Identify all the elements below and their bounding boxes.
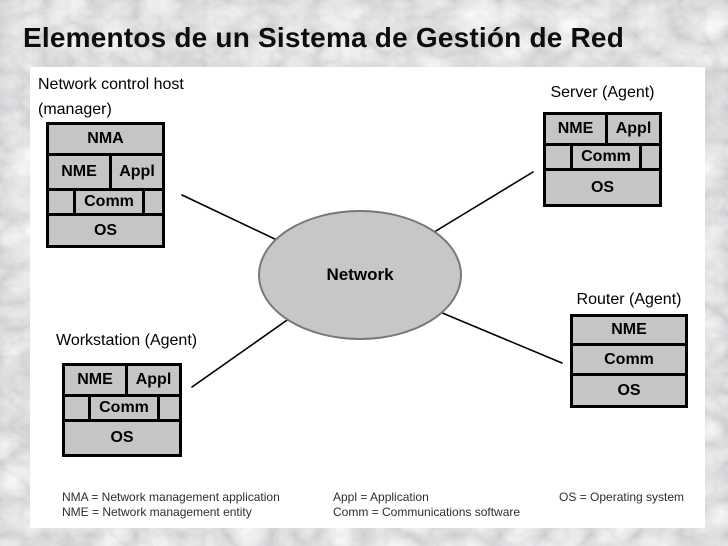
manager-layer-comm: Comm [73,191,145,213]
server-layer-nme-appl: NME Appl [546,115,659,146]
manager-layer-os: OS [93,221,118,239]
router-label: Router (Agent) [576,291,682,308]
workstation-layer-comm: Comm [88,397,160,419]
router-box: NME Comm OS [570,314,688,408]
workstation-layer-appl: Appl [135,371,172,388]
workstation-box: NME Appl Comm OS [62,363,182,457]
server-layer-nme: NME [546,115,608,143]
page-title: Elementos de un Sistema de Gestión de Re… [23,22,625,53]
legend-item-appl: Appl = Application [333,490,429,504]
workstation-label: Workstation (Agent) [56,332,198,349]
manager-layer-appl: Appl [119,163,155,180]
server-box: NME Appl Comm OS [543,112,662,207]
server-layer-comm: Comm [570,146,642,168]
network-label: Network [326,265,394,284]
legend-item-os: OS = Operating system [559,490,685,504]
server-comm-band: Comm [546,146,659,171]
network-ellipse: Network [258,210,462,340]
manager-layer-nme: NME [49,156,112,188]
legend-item-nma: NMA = Network management application [62,490,280,504]
workstation-layer-os: OS [110,429,134,446]
manager-label-line1: Network control host [38,76,184,93]
router-layer-comm: Comm [573,346,685,376]
router-layer-nme: NME [573,317,685,346]
manager-layer-nma: NMA [49,125,162,156]
legend-item-nme: NME = Network management entity [62,505,252,519]
workstation-comm-band: Comm [65,397,179,422]
manager-layer-nme-appl: NME Appl [49,156,162,191]
server-layer-os: OS [590,178,615,196]
manager-box: NMA NME Appl Comm OS [46,122,165,248]
legend-item-comm: Comm = Communications software [333,505,521,519]
workstation-layer-nme-appl: NME Appl [65,366,179,397]
manager-label: Network control host (manager) [38,72,184,122]
manager-comm-band: Comm [49,191,162,216]
manager-label-line2: (manager) [38,101,112,118]
router-layer-os: OS [617,381,641,399]
server-label: Server (Agent) [550,84,655,101]
server-layer-appl: Appl [615,120,652,137]
workstation-layer-nme: NME [65,366,128,394]
